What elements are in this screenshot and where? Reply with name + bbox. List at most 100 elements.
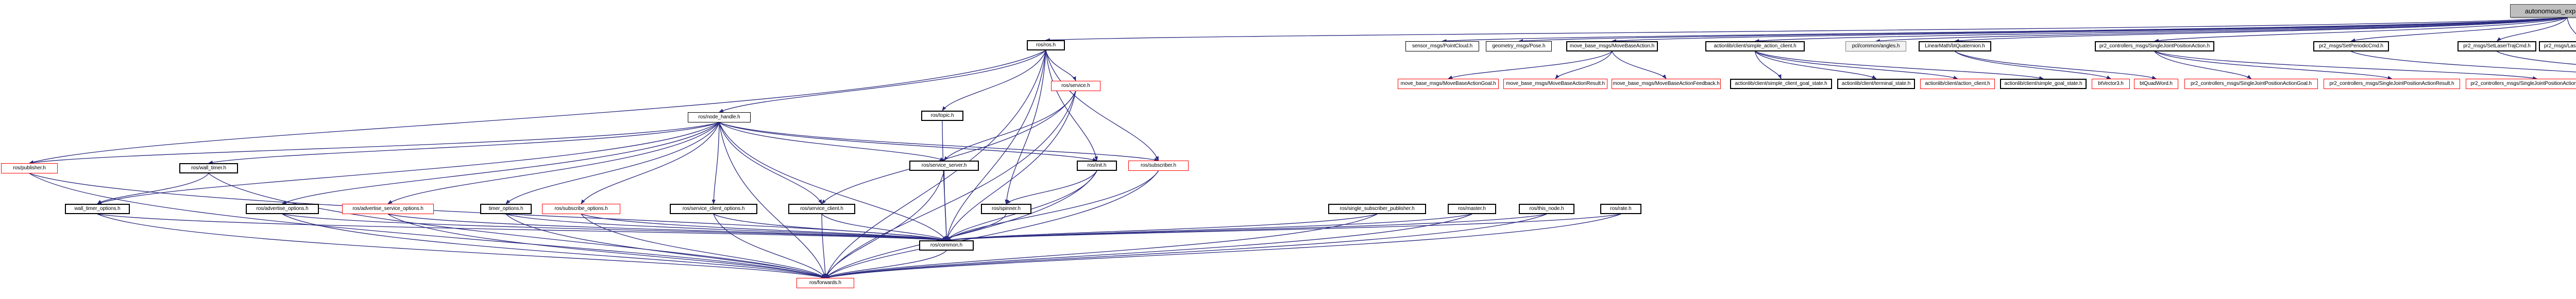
graph-node[interactable]: sensor_msgs/PointCloud.h — [1405, 41, 1479, 51]
graph-edge — [825, 250, 947, 278]
graph-edge — [1875, 17, 2568, 43]
graph-node[interactable]: geometry_msgs/Pose.h — [1486, 41, 1552, 51]
graph-node[interactable]: actionlib/client/simple_goal_state.h — [2000, 79, 2087, 89]
graph-root-node[interactable]: autonomous_exploration.cpp — [2510, 4, 2576, 17]
graph-node[interactable]: ros/init.h — [1077, 161, 1117, 171]
graph-edge — [2567, 17, 2576, 34]
graph-edge — [1518, 17, 2568, 43]
graph-node[interactable]: pr2_msgs/LaserScannerSignal.h — [2539, 41, 2576, 51]
graph-edge — [1045, 50, 1076, 81]
graph-node[interactable]: move_base_msgs/MoveBaseAction.h — [1566, 41, 1658, 51]
graph-edge — [825, 170, 1159, 278]
graph-edge — [1006, 170, 1097, 204]
graph-node[interactable]: ros/master.h — [1448, 204, 1496, 214]
graph-edge — [943, 170, 948, 241]
graph-edge — [2154, 51, 2393, 80]
graph-node[interactable]: wall_timer_options.h — [65, 204, 130, 214]
graph-edge — [2497, 51, 2576, 65]
graph-edge — [1755, 51, 2044, 80]
graph-edge — [719, 50, 1046, 113]
graph-node[interactable]: actionlib/client/simple_client_goal_stat… — [1730, 79, 1832, 89]
graph-edge — [942, 120, 948, 241]
graph-edge — [1442, 17, 2568, 43]
graph-edge — [713, 214, 826, 278]
graph-node[interactable]: ros/service_client.h — [788, 204, 855, 214]
graph-edge — [1755, 51, 1958, 79]
graph-node[interactable]: pr2_controllers_msgs/SingleJointPosition… — [2184, 79, 2318, 89]
graph-node[interactable]: ros/advertise_options.h — [246, 204, 319, 214]
graph-node[interactable]: ros/common.h — [919, 240, 974, 251]
graph-edge — [581, 122, 720, 204]
graph-node[interactable]: pr2_msgs/SetLaserTrajCmd.h — [2458, 41, 2536, 51]
graph-node[interactable]: ros/subscriber.h — [1128, 161, 1189, 171]
graph-node[interactable]: btQuadWord.h — [2134, 79, 2178, 89]
graph-edge — [29, 122, 720, 165]
graph-edge — [1045, 17, 2568, 42]
graph-node[interactable]: pr2_controllers_msgs/SingleJointPosition… — [2466, 79, 2576, 89]
graph-node[interactable]: ros/wall_timer.h — [179, 163, 238, 173]
graph-node[interactable]: ros/topic.h — [921, 111, 963, 121]
graph-node[interactable]: ros/this_node.h — [1519, 204, 1574, 214]
graph-edge — [821, 91, 1076, 204]
graph-node[interactable]: ros/subscribe_options.h — [542, 204, 620, 214]
graph-edge — [946, 214, 1378, 242]
graph-node[interactable]: ros/service_server.h — [909, 161, 979, 171]
graph-edge — [2154, 51, 2252, 79]
graph-node[interactable]: move_base_msgs/MoveBaseActionGoal.h — [1398, 79, 1499, 89]
graph-node[interactable]: ros/forwards.h — [796, 278, 854, 288]
graph-edge — [1955, 51, 2111, 79]
graph-edge — [946, 214, 1547, 242]
graph-edge — [821, 214, 827, 278]
graph-node[interactable]: ros/publisher.h — [1, 163, 58, 173]
graph-edge — [505, 122, 720, 204]
graph-edge — [719, 122, 947, 241]
graph-edge — [2154, 51, 2537, 80]
graph-node[interactable]: btVector3.h — [2092, 79, 2130, 89]
graph-edge — [719, 122, 1097, 162]
graph-edge — [1955, 51, 2157, 79]
graph-edge — [946, 214, 1007, 241]
graph-node[interactable]: pr2_controllers_msgs/SingleJointPosition… — [2324, 79, 2460, 89]
graph-edge — [2350, 17, 2568, 42]
graph-node[interactable]: ros/advertise_service_options.h — [342, 204, 434, 214]
graph-edge — [2154, 17, 2568, 43]
graph-edge — [282, 214, 947, 242]
graph-edge — [2351, 51, 2576, 73]
graph-node[interactable]: pr2_msgs/SetPeriodicCmd.h — [2313, 41, 2389, 51]
graph-node[interactable]: ros/single_subscriber_publisher.h — [1328, 204, 1426, 214]
graph-edge — [711, 122, 720, 204]
graph-node[interactable]: pcl/common/angles.h — [1845, 41, 1906, 51]
graph-node[interactable]: ros/service.h — [1051, 81, 1100, 91]
graph-node[interactable]: actionlib/client/simple_action_client.h — [1705, 41, 1805, 51]
graph-node[interactable]: ros/spinner.h — [981, 204, 1031, 214]
graph-node[interactable]: ros/service_client_options.h — [670, 204, 757, 214]
graph-node[interactable]: move_base_msgs/MoveBaseActionResult.h — [1503, 79, 1607, 89]
graph-edge — [97, 173, 209, 204]
graph-node[interactable]: move_base_msgs/MoveBaseActionFeedback.h — [1612, 79, 1721, 89]
graph-edge — [208, 122, 720, 164]
graph-edge — [29, 50, 1046, 164]
graph-edge — [946, 170, 1159, 241]
graph-node[interactable]: pr2_controllers_msgs/SingleJointPosition… — [2095, 41, 2214, 51]
graph-edge — [713, 214, 947, 241]
graph-edge — [1448, 51, 1613, 79]
graph-edge — [946, 214, 1621, 242]
graph-edge — [946, 214, 1472, 242]
graph-node[interactable]: actionlib/client/terminal_state.h — [1837, 79, 1915, 89]
graph-edge — [282, 122, 720, 204]
graph-edge — [29, 173, 826, 278]
graph-edge — [942, 50, 1046, 111]
graph-node[interactable]: LinearMath/btQuaternion.h — [1919, 41, 1991, 51]
graph-node[interactable]: timer_options.h — [480, 204, 532, 214]
graph-edge — [1954, 17, 2568, 43]
graph-edge — [97, 214, 947, 242]
edge-group — [29, 17, 2576, 279]
graph-node[interactable]: ros/node_handle.h — [688, 112, 751, 122]
graph-node[interactable]: ros/rate.h — [1600, 204, 1641, 214]
graph-edge — [208, 173, 826, 278]
graph-node[interactable]: ros/ros.h — [1027, 40, 1065, 50]
graph-edge — [1612, 51, 1667, 79]
graph-edge — [1045, 50, 1098, 161]
graph-edge — [505, 214, 826, 278]
graph-node[interactable]: actionlib/client/action_client.h — [1920, 79, 1995, 89]
